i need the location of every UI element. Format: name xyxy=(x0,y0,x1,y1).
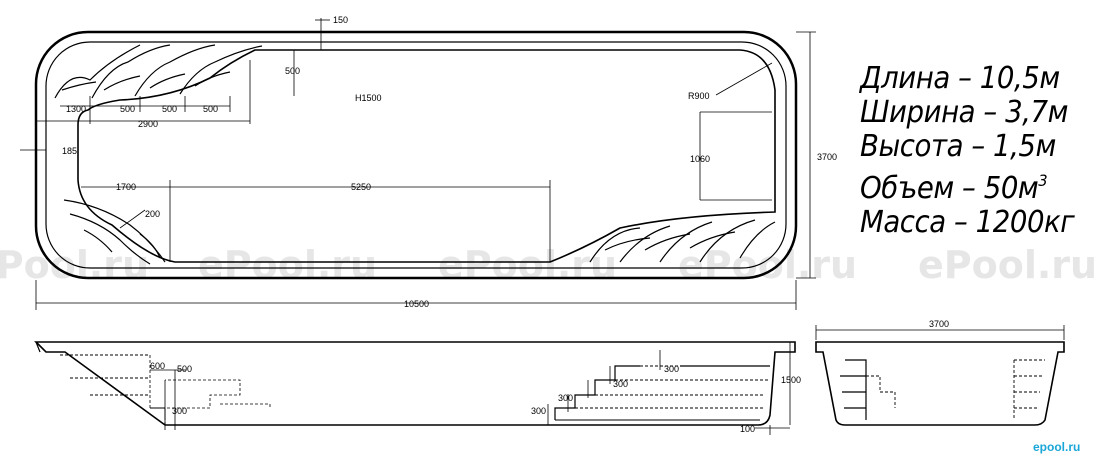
spec-volume-text: Объем – 50м xyxy=(860,171,1039,206)
specifications-list: Длина – 10,5м Ширина – 3,7м Высота – 1,5… xyxy=(860,62,1093,240)
dim-3700-end: 3700 xyxy=(929,319,949,329)
steps-bottom-right xyxy=(589,219,776,263)
dim-300-r3: 300 xyxy=(613,379,628,389)
dim-100: 100 xyxy=(740,424,755,434)
side-section xyxy=(34,341,796,426)
dim-600: 600 xyxy=(150,361,165,371)
spec-width: Ширина – 3,7м xyxy=(860,95,1068,130)
dim-300-r4: 300 xyxy=(664,364,679,374)
dim-2900: 2900 xyxy=(138,119,158,129)
spec-volume-sup: 3 xyxy=(1038,171,1048,190)
spec-volume: Объем – 50м3 xyxy=(860,164,1074,206)
end-section xyxy=(815,325,1065,426)
spec-mass: Масса – 1200кг xyxy=(860,205,1075,240)
spec-height: Высота – 1,5м xyxy=(860,129,1056,164)
pool-outer-rim xyxy=(34,30,798,280)
site-logo: epool.ru xyxy=(1033,440,1081,454)
dim-h1500: H1500 xyxy=(355,93,382,103)
dim-3700-side: 3700 xyxy=(817,152,837,162)
dim-500-c: 500 xyxy=(203,104,218,114)
dim-10500: 10500 xyxy=(404,299,429,309)
plan-view xyxy=(34,30,798,280)
watermark-4: ePool.ru xyxy=(678,243,857,287)
watermarks: ePool.ru ePool.ru ePool.ru ePool.ru ePoo… xyxy=(0,243,1097,287)
watermark-3: ePool.ru xyxy=(438,243,617,287)
dim-1700: 1700 xyxy=(116,182,136,192)
dim-300-r2: 300 xyxy=(558,393,573,403)
dim-r900: R900 xyxy=(688,91,710,101)
dim-500-a: 500 xyxy=(120,104,135,114)
side-section-dimensions xyxy=(150,342,791,435)
steps-top-left xyxy=(54,44,263,99)
pool-inner-rim xyxy=(45,41,787,269)
watermark-2: ePool.ru xyxy=(198,243,377,287)
dim-500-section: 500 xyxy=(177,364,192,374)
plan-dimension-labels: 150 500 H1500 R900 1300 500 500 500 2900… xyxy=(62,15,837,309)
watermark-5: ePool.ru xyxy=(918,243,1097,287)
dim-500-b: 500 xyxy=(162,104,177,114)
dim-1060: 1060 xyxy=(690,154,710,164)
steps-bottom-left xyxy=(63,199,166,265)
dim-1300: 1300 xyxy=(66,104,86,114)
dim-300-r1: 300 xyxy=(531,406,546,416)
spec-length: Длина – 10,5м xyxy=(860,61,1060,96)
dim-5250: 5250 xyxy=(351,182,371,192)
dim-150: 150 xyxy=(333,15,348,25)
dim-1500: 1500 xyxy=(781,375,801,385)
plan-dimensions xyxy=(20,18,816,310)
dim-200: 200 xyxy=(145,209,160,219)
dim-500-top: 500 xyxy=(285,66,300,76)
side-section-labels: 600 500 300 300 300 300 300 1500 100 xyxy=(150,361,801,434)
dim-300-left: 300 xyxy=(172,406,187,416)
dim-185: 185 xyxy=(62,146,77,156)
pool-floor-outline xyxy=(77,49,776,263)
